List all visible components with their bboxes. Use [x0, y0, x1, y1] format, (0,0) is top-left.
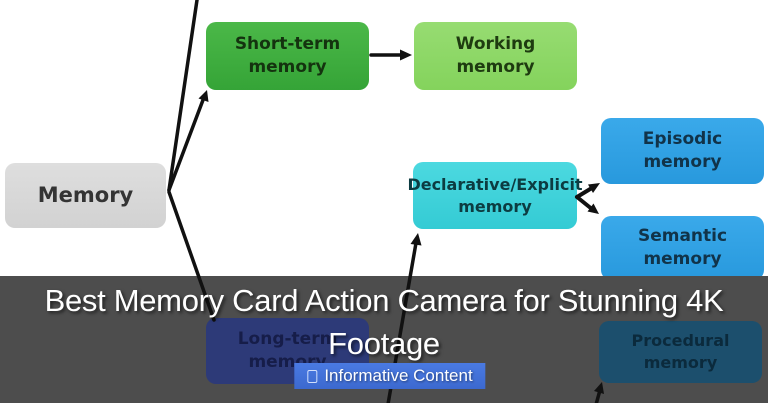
informative-content-badge: Informative Content	[294, 363, 486, 389]
informative-content-badge-label: Informative Content	[324, 366, 473, 385]
arrowhead-episodic	[588, 183, 600, 193]
caption-title: Best Memory Card Action Camera for Stunn…	[0, 279, 768, 365]
node-memory: Memory	[5, 163, 166, 228]
node-short-term-label-line1: Short-term	[234, 34, 341, 55]
node-semantic-memory: Semantic memory	[601, 216, 764, 280]
node-declarative-label-line2: memory	[458, 196, 532, 216]
arrowhead-working	[400, 49, 412, 61]
node-procedural-memory: Procedural memory	[599, 321, 762, 383]
node-procedural-label: Procedural memory	[631, 331, 730, 372]
caption-title-line2: Footage	[328, 326, 440, 361]
node-long-term-label-line1: Long-term	[237, 329, 338, 350]
node-short-term-label-line2: memory	[248, 57, 327, 77]
caption-title-line1: Best Memory Card Action Camera for Stunn…	[44, 283, 724, 318]
arrowhead-semantic	[587, 203, 599, 214]
node-short-term-memory: Short-term memory	[206, 22, 369, 90]
placeholder-square-icon	[307, 369, 318, 383]
node-working-memory: Working memory	[414, 22, 577, 90]
node-semantic-label: Semantic memory	[637, 226, 728, 269]
node-episodic-label: Episodic memory	[642, 129, 723, 172]
arrowhead-declarative	[410, 233, 422, 246]
edge-memory-top	[167, 0, 199, 192]
arrowhead-short-term	[198, 90, 209, 102]
node-episodic-memory: Episodic memory	[601, 118, 764, 184]
edge-memory-short-term	[167, 98, 205, 192]
node-declarative-explicit-memory: Declarative/Explicit memory	[407, 162, 583, 229]
edge-declarative-semantic	[575, 195, 592, 210]
node-memory-label: Memory	[37, 183, 134, 208]
node-working-label: Working memory	[455, 34, 536, 77]
node-declarative-label-line1: Declarative/Explicit	[407, 174, 583, 194]
